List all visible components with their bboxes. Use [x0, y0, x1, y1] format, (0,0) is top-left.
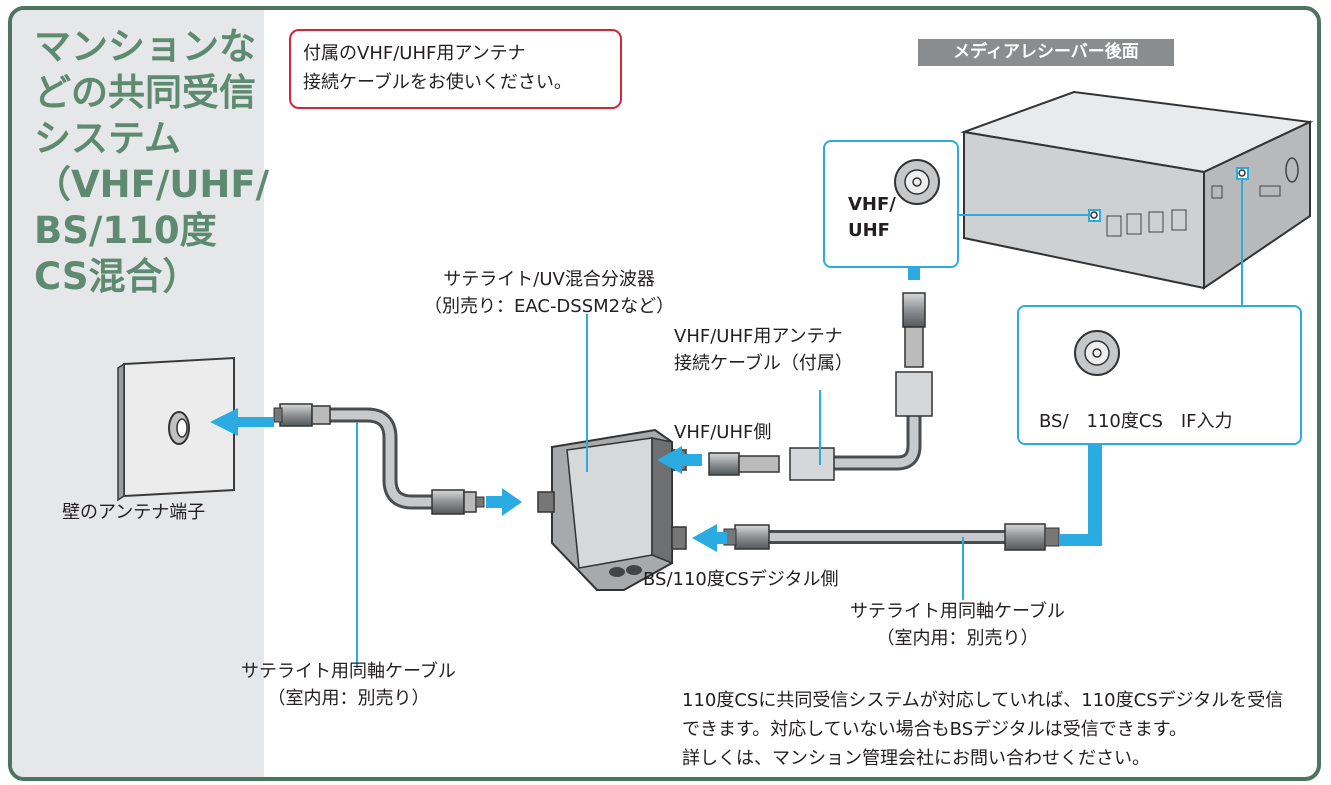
sidebar-title-line: （VHF/UHF/: [34, 163, 270, 206]
footer-note: 110度CSに共同受信システムが対応していれば、110度CSデジタルを受信 でき…: [682, 686, 1283, 773]
connector-icon: [273, 403, 331, 427]
splitter-label-line: サテライト/UV混合分波器: [443, 269, 655, 290]
vhf-side-label: VHF/UHF側: [674, 422, 772, 443]
diagram-frame: マンションな どの共同受信 システム （VHF/UHF/ BS/110度 CS混…: [8, 6, 1321, 781]
vhf-cable-label-line: 接続ケーブル（付属）: [674, 353, 853, 374]
coax-right-label-line: サテライト用同軸ケーブル: [850, 601, 1065, 622]
wall-jack-icon: [117, 356, 235, 502]
footer-line: 詳しくは、マンション管理会社にお問い合わせください。: [682, 748, 1150, 769]
coax-left-label-line: （室内用：別売り）: [267, 688, 430, 709]
coax-left-label-line: サテライト用同軸ケーブル: [241, 661, 456, 682]
splitter-icon: [537, 428, 687, 591]
sidebar-title-line: システム: [34, 117, 181, 160]
connector-icon: [431, 489, 485, 515]
vhf-jack-icon: [894, 159, 940, 205]
note-box: 付属のVHF/UHF用アンテナ 接続ケーブルをお使いください。: [289, 29, 622, 109]
sidebar-title-line: どの共同受信: [34, 71, 256, 114]
footer-line: 110度CSに共同受信システムが対応していれば、110度CSデジタルを受信: [682, 690, 1284, 711]
note-line: 接続ケーブルをお使いください。: [303, 72, 572, 93]
bs-label: BS/ 110度CS IF入力: [1039, 411, 1233, 432]
callout-lines: [356, 179, 1243, 668]
cable-vhf: [832, 415, 922, 471]
bs-side-label: BS/110度CSデジタル側: [643, 569, 839, 590]
splitter-label-line: （別売り：EAC-DSSM2など）: [424, 296, 675, 317]
vhf-label-line: UHF: [848, 220, 890, 241]
connector-icon: [708, 447, 835, 481]
vhf-detail-box: VHF/ UHF: [823, 140, 959, 268]
vhf-cable-label: VHF/UHF用アンテナ 接続ケーブル（付属）: [674, 323, 853, 377]
sidebar-title-line: マンションな: [34, 25, 256, 68]
note-line: 付属のVHF/UHF用アンテナ: [303, 43, 526, 64]
footer-line: できます。対応していない場合もBSデジタルは受信できます。: [682, 719, 1187, 740]
splitter-label: サテライト/UV混合分波器 （別売り：EAC-DSSM2など）: [424, 266, 674, 320]
connector-icon: [895, 292, 933, 417]
sidebar-title: マンションな どの共同受信 システム （VHF/UHF/ BS/110度 CS混…: [34, 24, 269, 300]
sidebar-title-line: CS混合）: [34, 255, 200, 298]
receiver-label: メディアレシーバー後面: [918, 39, 1174, 66]
cable-bs: [767, 530, 1007, 544]
coax-left-label: サテライト用同軸ケーブル （室内用：別売り）: [241, 658, 456, 712]
coax-right-label-line: （室内用：別売り）: [876, 628, 1039, 649]
wall-jack-label: 壁のアンテナ端子: [62, 502, 206, 523]
vhf-label-line: VHF/: [848, 194, 896, 215]
vhf-label: VHF/ UHF: [848, 192, 896, 244]
sidebar-title-line: BS/110度: [34, 209, 217, 252]
vhf-cable-label-line: VHF/UHF用アンテナ: [674, 326, 843, 347]
receiver-icon: [960, 90, 1314, 290]
bs-jack-icon: [1074, 330, 1120, 376]
cable-wall-to-splitter: [312, 407, 444, 510]
coax-right-label: サテライト用同軸ケーブル （室内用：別売り）: [850, 598, 1065, 652]
bs-detail-box: BS/ 110度CS IF入力: [1017, 305, 1302, 445]
